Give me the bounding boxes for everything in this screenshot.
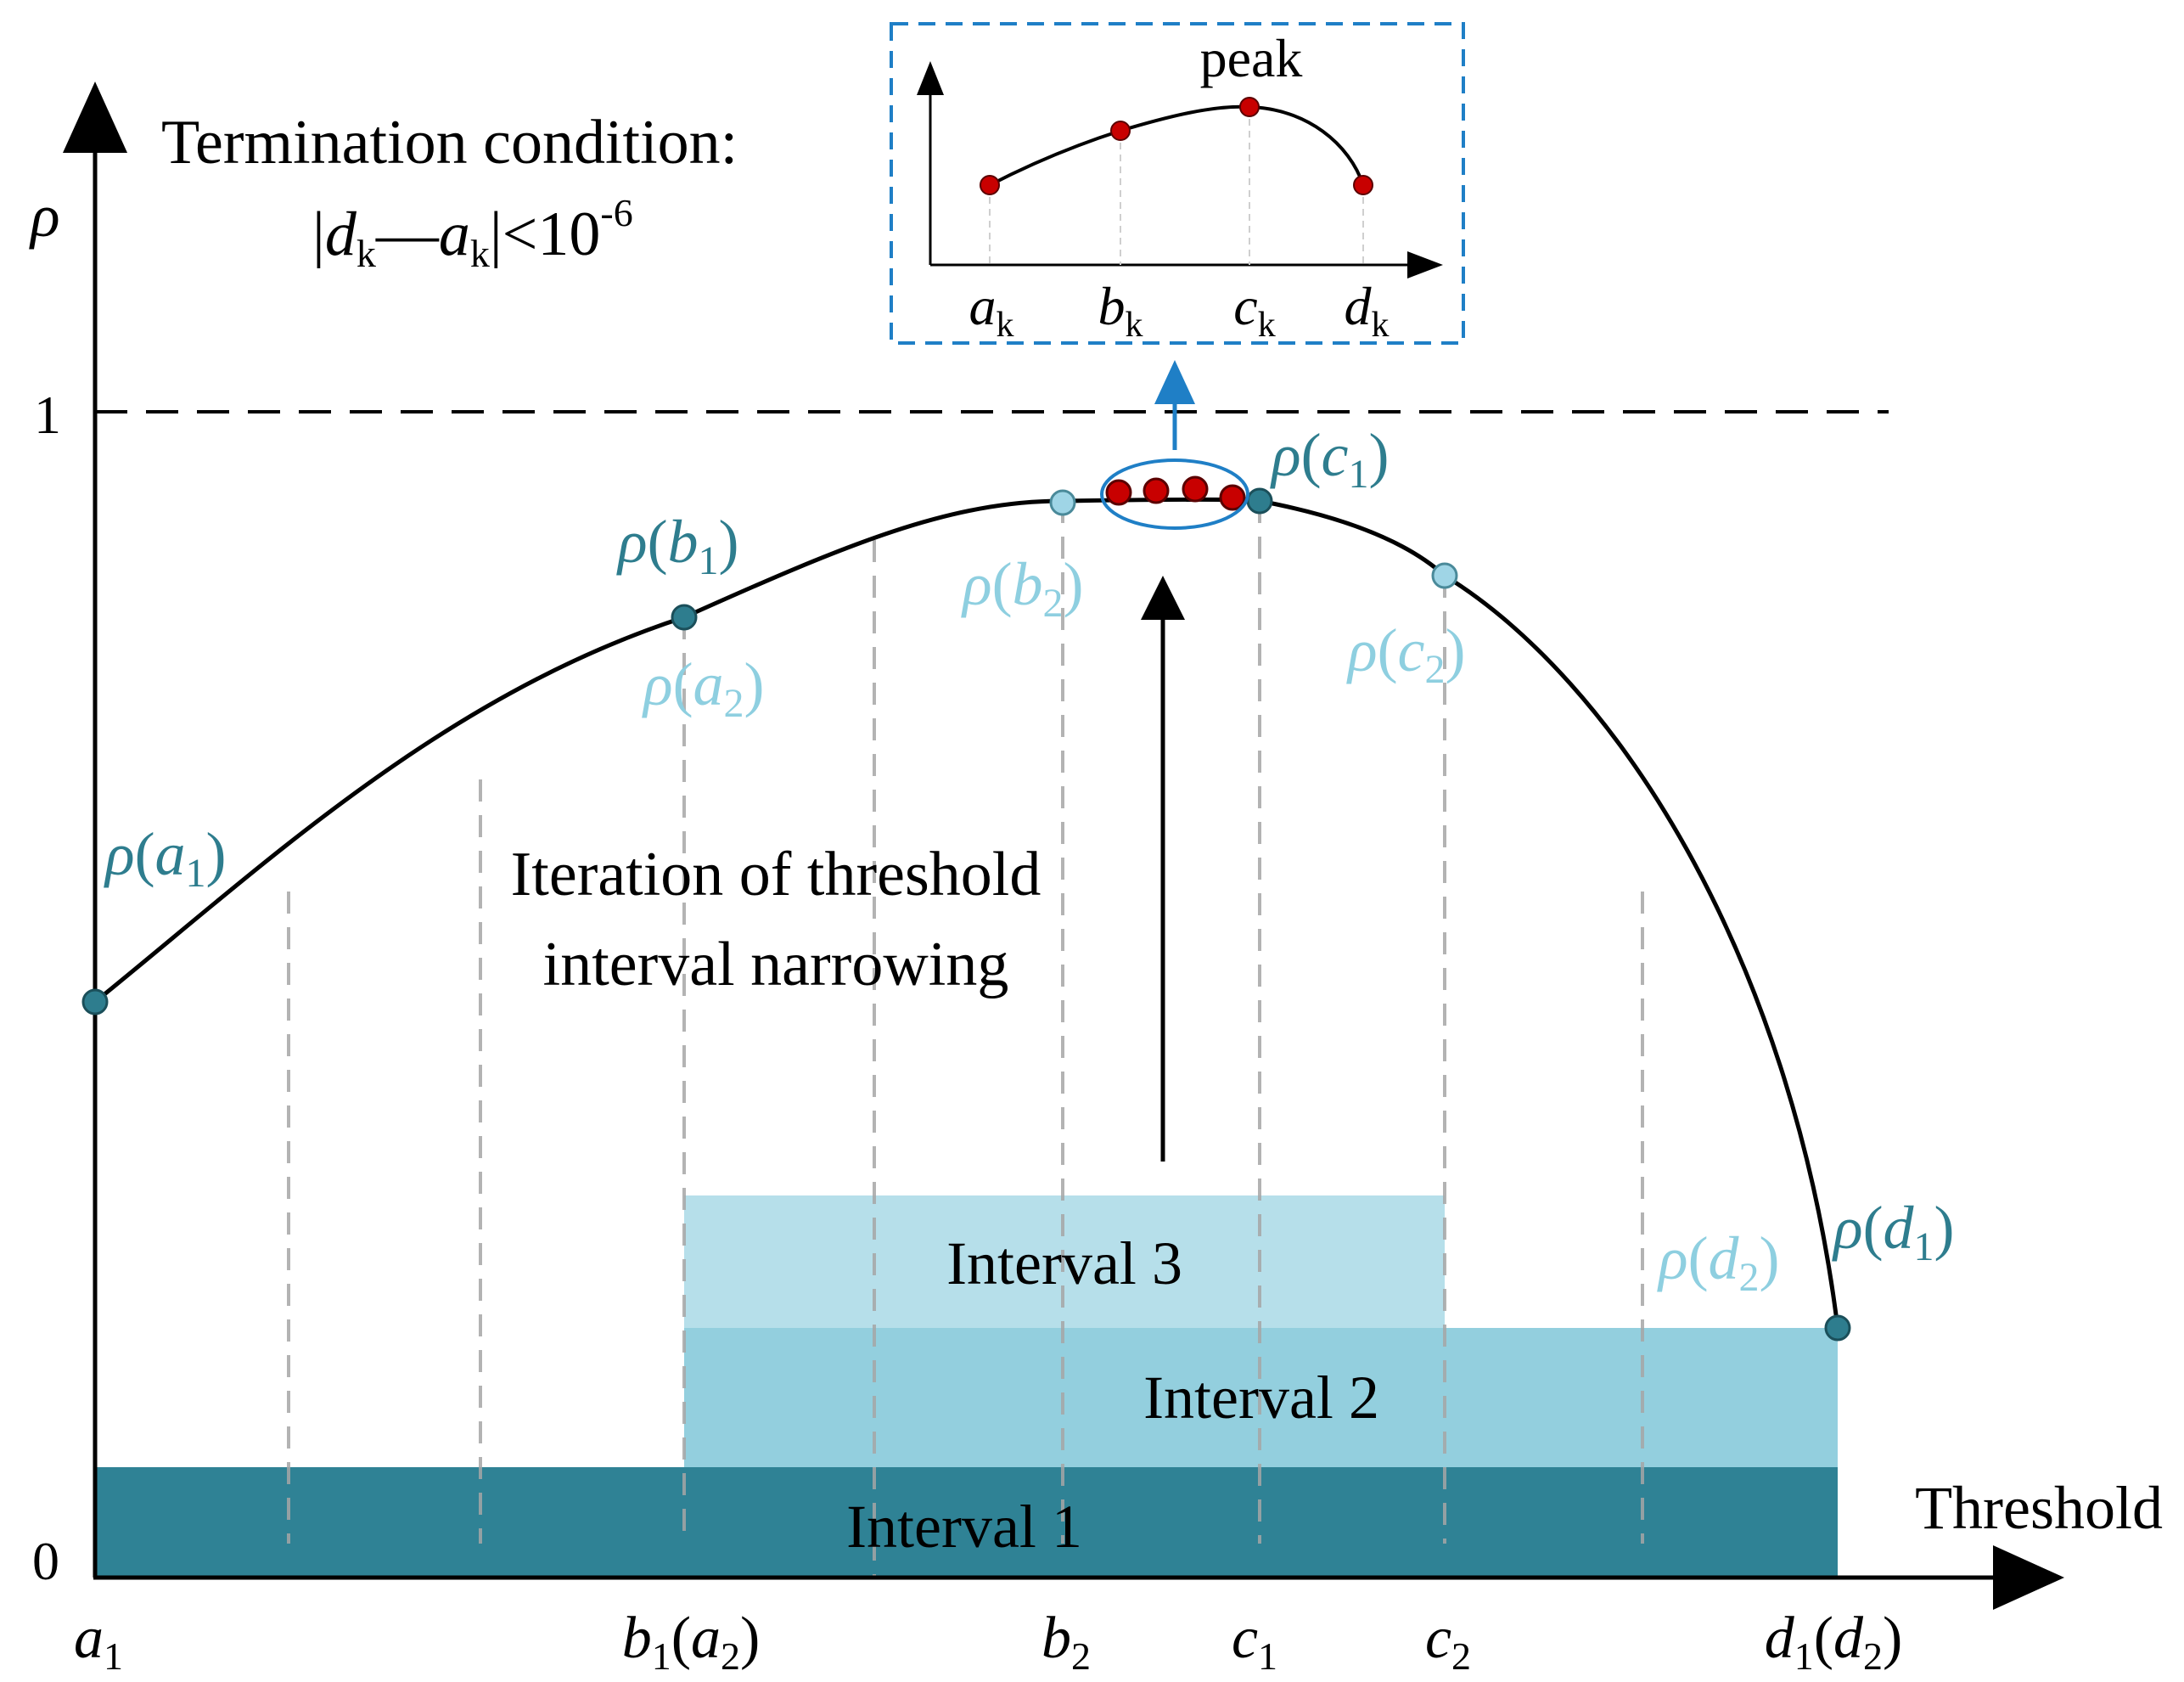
x-axis-label: Threshold bbox=[1915, 1474, 2163, 1542]
inset-curve bbox=[989, 104, 1365, 187]
label-rho-b1: ρ(b1) bbox=[616, 508, 739, 583]
point-rho-d1 bbox=[1824, 1314, 1851, 1342]
inset-point-ak bbox=[980, 175, 1000, 195]
inset-tick-bk: bk bbox=[1098, 276, 1143, 345]
inset-point-dk bbox=[1353, 175, 1373, 195]
x-tick-c1: c1 bbox=[1232, 1606, 1277, 1678]
peak-ellipse bbox=[1100, 458, 1249, 530]
inset-border bbox=[890, 22, 1465, 345]
label-rho-b2: ρ(b2) bbox=[961, 550, 1084, 626]
interval-3-label: Interval 3 bbox=[946, 1229, 1182, 1297]
interval-1-bar bbox=[95, 1467, 1838, 1578]
rho-curve bbox=[93, 498, 1840, 1329]
iteration-label-line2: interval narrowing bbox=[543, 930, 1009, 999]
x-tick-c2: c2 bbox=[1425, 1606, 1471, 1678]
iteration-label-line1: Iteration of threshold bbox=[511, 840, 1041, 909]
inset-x-arrow bbox=[1407, 251, 1443, 278]
label-rho-a2: ρ(a2) bbox=[642, 650, 765, 726]
inset-tick-dk: dk bbox=[1345, 276, 1390, 345]
point-rho-c2 bbox=[1431, 562, 1458, 589]
point-rho-a1 bbox=[81, 988, 109, 1015]
y-tick-1: 1 bbox=[34, 385, 61, 445]
point-rho-c1 bbox=[1246, 487, 1273, 515]
inset-tick-ak: ak bbox=[969, 276, 1014, 345]
interval-2-label: Interval 2 bbox=[1143, 1364, 1379, 1432]
x-tick-a1: a1 bbox=[74, 1606, 123, 1678]
vertical-guide-lines bbox=[287, 501, 1644, 1578]
inset-peak-label: peak bbox=[1200, 28, 1303, 88]
inset-guides bbox=[989, 107, 1364, 265]
inset-zoom-panel: peak ak bk ck dk bbox=[890, 22, 1465, 345]
point-rho-b2 bbox=[1049, 489, 1076, 516]
termination-formula: |dk—ak|<10-6 bbox=[312, 191, 633, 275]
x-tick-d1-d2: d1(d2) bbox=[1765, 1606, 1903, 1678]
y-axis-arrow bbox=[63, 82, 127, 153]
interval-1-label: Interval 1 bbox=[846, 1493, 1082, 1561]
label-rho-a1: ρ(a1) bbox=[104, 820, 227, 896]
label-rho-c2: ρ(c2) bbox=[1346, 616, 1466, 692]
peak-point-4 bbox=[1219, 484, 1246, 511]
y-tick-0: 0 bbox=[32, 1531, 59, 1591]
iteration-arrow-head bbox=[1141, 576, 1185, 620]
peak-point-2 bbox=[1143, 477, 1170, 504]
peak-point-1 bbox=[1105, 479, 1132, 506]
y-axis-label: ρ bbox=[29, 182, 60, 250]
x-axis-arrow bbox=[1993, 1545, 2064, 1610]
peak-point-3 bbox=[1182, 475, 1209, 503]
inset-point-bk bbox=[1110, 121, 1131, 141]
point-rho-b1 bbox=[671, 604, 698, 631]
termination-title: Termination condition: bbox=[161, 108, 738, 177]
label-rho-c1: ρ(c1) bbox=[1270, 421, 1390, 497]
inset-arrow-head bbox=[1154, 360, 1195, 404]
x-tick-b1-a2: b1(a2) bbox=[622, 1606, 761, 1678]
label-rho-d1: ρ(d1) bbox=[1832, 1194, 1955, 1269]
inset-point-ck bbox=[1239, 97, 1260, 117]
x-tick-b2: b2 bbox=[1041, 1606, 1091, 1678]
inset-tick-ck: ck bbox=[1233, 276, 1275, 345]
label-rho-d2: ρ(d2) bbox=[1657, 1224, 1780, 1300]
inset-y-arrow bbox=[917, 61, 944, 95]
